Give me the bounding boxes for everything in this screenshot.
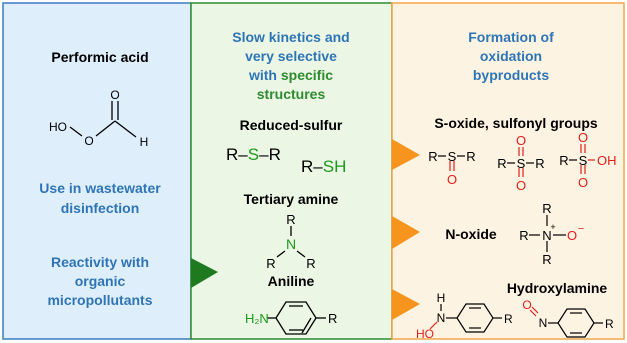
rsh-sh: SH xyxy=(323,157,347,176)
aniline-structure xyxy=(267,301,326,335)
amine-n: N xyxy=(286,236,296,252)
sulfoxide-r2: R xyxy=(466,149,475,164)
performic-acid-structure xyxy=(69,101,137,138)
panel2-heading-3: with specific xyxy=(248,67,333,83)
sulfone-o-top: O xyxy=(516,133,526,148)
rsr-r2: R xyxy=(269,145,281,164)
panel2-heading-1: Slow kinetics and xyxy=(232,29,349,45)
performic-h-label: H xyxy=(140,135,149,149)
reactivity-line-3: micropollutants xyxy=(47,292,152,308)
use-line-1: Use in wastewater xyxy=(39,180,161,196)
hydroxylamine-h: H xyxy=(437,291,446,305)
sulfoxide-structure xyxy=(438,155,465,171)
hydroxylamine-ho: HO xyxy=(416,327,434,341)
panel3-heading-3: byproducts xyxy=(473,67,549,83)
performic-acid-title: Performic acid xyxy=(51,49,148,65)
sulfonic-oh: OH xyxy=(597,153,617,168)
amine-r-right: R xyxy=(306,256,315,271)
hydroxylamine-label: Hydroxylamine xyxy=(507,280,608,296)
noxide-n: N xyxy=(542,228,551,243)
sulfonic-o-bot: O xyxy=(578,175,588,190)
rsr-s: S xyxy=(248,145,259,164)
performic-o-top-label: O xyxy=(110,88,119,102)
nitroso-n: N xyxy=(539,316,548,330)
panel-performic-acid xyxy=(2,2,192,340)
sulfoxide-o: O xyxy=(447,172,457,187)
aniline-r: R xyxy=(328,311,337,326)
panel2-heading-3-with: with xyxy=(248,67,281,83)
n-oxide-structure xyxy=(529,215,566,252)
sulfonic-structure xyxy=(569,144,595,174)
sulfoxide-s: S xyxy=(448,149,457,164)
reactivity-line-1: Reactivity with xyxy=(51,254,149,270)
arrow-orange-hydroxylamine xyxy=(392,289,420,320)
sulfone-r1: R xyxy=(497,156,506,171)
nitroso-r: R xyxy=(605,317,614,331)
tertiary-amine-label: Tertiary amine xyxy=(244,191,339,207)
amine-r-left: R xyxy=(266,256,275,271)
noxide-r-bot: R xyxy=(542,252,551,267)
panel2-heading-2: very selective xyxy=(245,48,337,64)
rsh-dash: – xyxy=(313,157,323,176)
rsr-r1: R xyxy=(226,145,238,164)
panel2-heading-3-specific: specific xyxy=(281,67,333,83)
s-oxide-label: S-oxide, sulfonyl groups xyxy=(434,115,598,131)
arrow-green xyxy=(191,258,218,288)
nitroso-o: O xyxy=(522,298,531,312)
amine-r-top: R xyxy=(286,212,295,227)
sulfonic-o-top: O xyxy=(578,130,588,145)
hydroxylamine-n: N xyxy=(437,311,446,325)
aniline-h2n: H₂N xyxy=(245,311,269,326)
performic-o-mid-label: O xyxy=(84,134,93,148)
rsr-dash2: – xyxy=(259,145,269,164)
sulfone-o-bot: O xyxy=(516,178,526,193)
rsr-dash1: – xyxy=(238,145,248,164)
sulfonic-s: S xyxy=(579,153,588,168)
hydroxylamine-structure xyxy=(429,303,502,333)
noxide-o: O xyxy=(567,228,577,243)
aniline-label: Aniline xyxy=(268,273,315,289)
sulfone-structure xyxy=(507,147,534,177)
panel3-heading-2: oxidation xyxy=(480,48,542,64)
panel-selective-reactivity xyxy=(190,2,393,340)
noxide-plus: + xyxy=(550,222,555,232)
reactivity-line-2: organic xyxy=(75,273,126,289)
arrow-orange-s-oxide xyxy=(392,139,420,170)
noxide-minus: − xyxy=(578,223,584,235)
tertiary-amine-structure xyxy=(276,226,306,258)
panel2-heading-4: structures xyxy=(257,86,326,102)
performic-ho-label: HO xyxy=(49,120,67,134)
panel3-heading-1: Formation of xyxy=(468,29,554,45)
n-oxide-label: N-oxide xyxy=(445,226,497,242)
reduced-sulfur-label: Reduced-sulfur xyxy=(240,117,343,133)
hydroxylamine-r: R xyxy=(504,312,513,326)
rsr-structure: R–S–R xyxy=(226,145,281,164)
noxide-r-top: R xyxy=(542,201,551,216)
sulfoxide-r1: R xyxy=(428,149,437,164)
sulfone-s: S xyxy=(517,156,526,171)
rsh-structure: R–SH xyxy=(301,157,346,176)
arrow-orange-n-oxide xyxy=(392,216,420,249)
sulfonic-r: R xyxy=(559,153,568,168)
noxide-r-left: R xyxy=(519,228,528,243)
use-line-2: disinfection xyxy=(61,200,140,216)
sulfone-r2: R xyxy=(535,156,544,171)
rsh-r: R xyxy=(301,157,313,176)
nitroso-structure xyxy=(529,306,603,338)
